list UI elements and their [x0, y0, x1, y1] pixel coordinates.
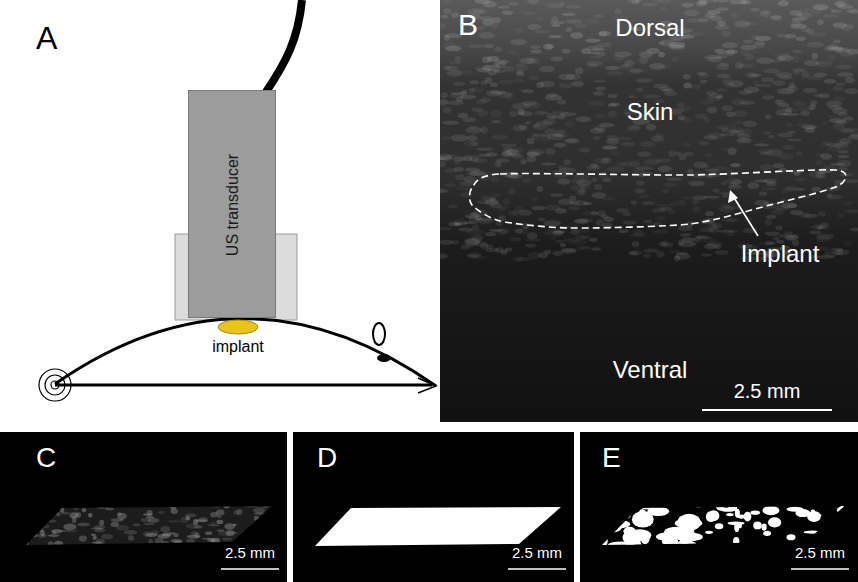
ultrasound-ground	[440, 0, 858, 422]
panel-letter: D	[317, 442, 337, 474]
implant-pellet	[218, 320, 258, 334]
panel-letter: B	[458, 8, 478, 43]
threshold-panel: E 2.5 mm	[580, 432, 858, 582]
leader-arrowhead	[728, 190, 738, 203]
roi-panel: C 2.5 mm	[0, 432, 287, 582]
scale-label: 2.5 mm	[734, 380, 801, 403]
scale-bar	[702, 409, 832, 411]
transducer-box: US transducer	[188, 90, 276, 318]
nose-arrow	[418, 378, 436, 393]
mouse-ear	[373, 323, 385, 345]
mask-panel: D 2.5 mm	[293, 432, 574, 582]
tail-coil	[39, 369, 71, 401]
implant-outline	[470, 170, 846, 228]
panel-letter: E	[602, 442, 621, 474]
leader-line	[733, 196, 758, 236]
tissue-label: Skin	[627, 98, 674, 126]
panel-letter: C	[36, 442, 56, 474]
mouse-body	[55, 318, 436, 386]
mouse-eye	[377, 354, 391, 362]
implant-label: implant	[212, 338, 264, 356]
panel-letter: A	[36, 20, 57, 57]
scale-label: 2.5 mm	[512, 544, 562, 561]
cable	[266, 0, 302, 92]
scale-label: 2.5 mm	[795, 544, 845, 561]
orientation-label: Dorsal	[615, 14, 684, 42]
mouse-base	[55, 384, 432, 387]
mask-shape	[315, 507, 561, 546]
tail-coil	[45, 375, 65, 395]
implant-label: Implant	[741, 240, 820, 268]
roi-shape	[26, 506, 272, 545]
scale-bar	[221, 568, 279, 570]
ultrasound-panel: B DorsalSkinImplantVentral 2.5 mm	[440, 0, 858, 422]
transducer-label: US transducer	[224, 154, 242, 256]
speckle	[16, 502, 280, 552]
speckle	[440, 0, 858, 262]
tail-coil	[51, 381, 59, 389]
scale-bar	[508, 568, 566, 570]
scale-label: 2.5 mm	[225, 544, 275, 561]
orientation-label: Ventral	[613, 356, 688, 384]
scale-bar	[791, 568, 849, 570]
